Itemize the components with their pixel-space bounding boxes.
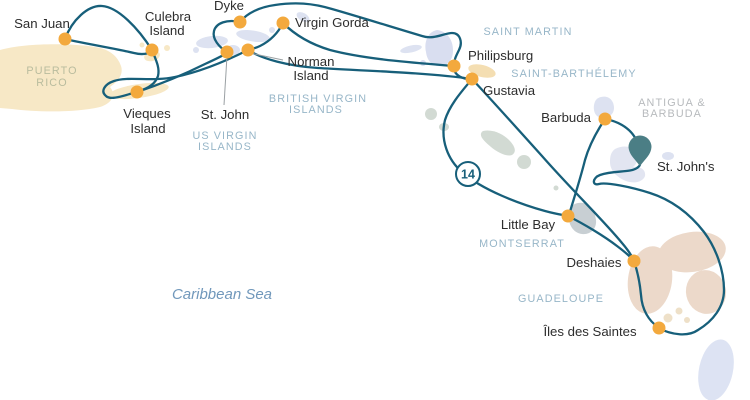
route-saintes-st-johns-return — [592, 162, 726, 336]
region-label-bvi-line1: BRITISH VIRGIN — [269, 93, 367, 105]
port-label-iles-des-saintes: Îles des Saintes — [542, 324, 637, 339]
island-redonda — [553, 185, 559, 191]
route-virgin-gorda-philipsburg — [281, 21, 456, 68]
island-saint-martin — [425, 30, 453, 67]
island-barbuda — [593, 96, 614, 118]
island-saintes-islet-3 — [684, 317, 690, 323]
stop-count-badge-circle — [455, 161, 481, 187]
route-deshaies-saintes — [632, 259, 660, 329]
island-saintes-islet-1 — [663, 313, 673, 323]
stop-count-badge: 14 — [455, 161, 481, 187]
port-dot-norman-island — [241, 43, 255, 57]
region-label-usvi-line1: US VIRGIN — [192, 130, 257, 142]
region-label-montserrat: MONTSERRAT — [479, 238, 565, 250]
port-label-norman-line1: Norman — [288, 54, 335, 69]
port-dot-little-bay — [561, 209, 575, 223]
island-st-thomas-islet — [193, 47, 199, 53]
island-guadeloupe-south — [685, 270, 727, 314]
port-label-virgin-gorda: Virgin Gorda — [295, 15, 369, 30]
island-nevis — [517, 155, 531, 169]
region-label-antigua-line1: ANTIGUA & — [638, 97, 706, 109]
island-grande-terre — [658, 231, 726, 273]
port-label-gustavia: Gustavia — [483, 83, 536, 98]
port-dot-virgin-gorda — [276, 16, 290, 30]
port-dot-dyke — [233, 15, 247, 29]
island-tortola — [236, 29, 270, 43]
port-label-little-bay: Little Bay — [501, 217, 556, 232]
port-label-st-john: St. John — [201, 107, 249, 122]
leader-norman-island — [249, 52, 284, 61]
island-tortola-islet — [269, 27, 275, 33]
route-norman-west-hook-vieques — [102, 48, 250, 100]
label-leader-lines — [223, 52, 284, 106]
region-label-puerto-rico-line1: PUERTO — [26, 65, 77, 77]
port-dot-barbuda — [598, 112, 612, 126]
port-dot-vieques — [130, 85, 144, 99]
region-label-guadeloupe: GUADELOUPE — [518, 293, 604, 305]
island-dominica — [698, 339, 734, 400]
port-label-dyke: Dyke — [214, 0, 244, 13]
island-anguilla — [400, 44, 422, 54]
port-label-barbuda: Barbuda — [541, 110, 592, 125]
port-label-culebra-line2: Island — [149, 23, 184, 38]
port-label-st-johns: St. John's — [657, 159, 715, 174]
port-label-deshaies: Deshaies — [567, 255, 622, 270]
region-label-usvi-line2: ISLANDS — [198, 141, 252, 153]
island-culebra-islet-2 — [139, 42, 145, 48]
region-labels: PUERTO RICO US VIRGIN ISLANDS BRITISH VI… — [26, 26, 706, 305]
region-label-saint-barthelemy: SAINT-BARTHÉLEMY — [511, 67, 636, 80]
island-puerto-rico — [0, 44, 122, 112]
port-dot-deshaies — [627, 254, 641, 268]
region-label-puerto-rico-line2: RICO — [36, 77, 67, 89]
route-norman-gustavia — [246, 48, 474, 81]
route-gustavia-deshaies-diagonal — [470, 77, 636, 263]
island-shapes — [0, 12, 734, 400]
region-label-bvi-line2: ISLANDS — [289, 104, 343, 116]
region-label-antigua-line2: BARBUDA — [642, 108, 702, 120]
port-label-norman-line2: Island — [293, 68, 328, 83]
port-label-san-juan: San Juan — [14, 16, 70, 31]
route-st-john-dyke — [212, 19, 242, 54]
port-dot-iles-des-saintes — [652, 321, 666, 335]
port-dot-st-john — [220, 45, 234, 59]
destination-pin-icon — [628, 135, 652, 166]
port-dot-culebra — [145, 43, 159, 57]
route-barbuda-little-bay — [567, 117, 607, 217]
port-label-culebra-line1: Culebra — [145, 9, 192, 24]
island-virgin-gorda — [296, 12, 310, 22]
island-saintes-islet-2 — [675, 307, 683, 315]
route-dyke-saint-martin-philipsburg — [238, 2, 462, 67]
port-label-vieques-line1: Vieques — [123, 106, 171, 121]
port-label-vieques-line2: Island — [130, 121, 165, 136]
leader-st-john — [223, 55, 228, 106]
island-st-kitts — [480, 130, 515, 156]
island-culebra-islet — [164, 45, 170, 51]
port-dot-philipsburg — [447, 59, 461, 73]
port-labels: San Juan Culebra Island Dyke Virgin Gord… — [14, 0, 715, 339]
route-san-juan-culebra-arc — [63, 4, 154, 52]
sea-label-caribbean: Caribbean Sea — [172, 286, 272, 303]
island-saba — [425, 108, 437, 120]
stop-count-badge-number: 14 — [461, 168, 475, 182]
island-antigua-islet — [662, 152, 674, 160]
port-dots — [58, 15, 666, 335]
port-dot-san-juan — [58, 32, 72, 46]
port-dot-gustavia — [465, 72, 479, 86]
route-lines — [63, 2, 726, 336]
region-label-saint-martin: SAINT MARTIN — [484, 26, 573, 38]
port-label-philipsburg: Philipsburg — [468, 48, 533, 63]
